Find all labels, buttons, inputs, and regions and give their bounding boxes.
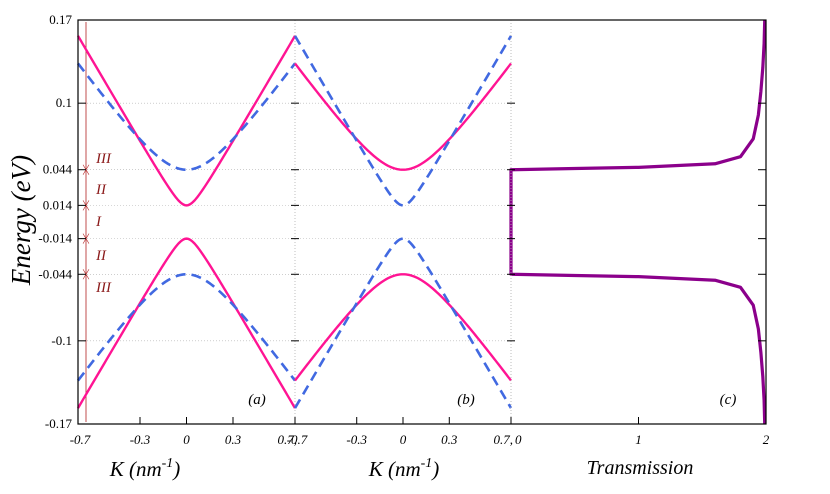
region-label-II-top: II: [95, 182, 107, 198]
solid-band-conduction-panel-a: [76, 35, 297, 207]
x-axis-title-c: Transmission: [587, 457, 694, 479]
y-tick-label: -0.1: [51, 333, 72, 348]
x-tick-label-b: 0.7,: [494, 432, 514, 447]
dashed-band-conduction-panel-b: [293, 35, 513, 207]
x-tick-label-b: -0.3: [346, 432, 367, 447]
x-axis-title-b: K (nm-1): [368, 456, 440, 481]
dashed-band-valence-panel-b: [293, 237, 513, 409]
panel-label-c: (c): [720, 392, 737, 408]
region-markers: [82, 22, 90, 422]
y-tick-label: -0.014: [38, 231, 72, 246]
panel-label-b: (b): [457, 392, 475, 408]
x-tick-label-a: -0.7: [70, 432, 91, 447]
region-label-III-top: III: [95, 151, 112, 167]
solid-band-conduction-panel-b: [294, 62, 512, 171]
region-label-II-bottom: II: [95, 248, 107, 264]
solid-band-valence-panel-a: [76, 237, 297, 409]
region-label-I: I: [95, 214, 102, 230]
x-tick-label-b: 0: [400, 432, 407, 447]
x-tick-label-a: 0.3: [225, 432, 242, 447]
y-tick-label: 0.17: [49, 12, 72, 27]
x-tick-label-c: 2: [763, 432, 770, 447]
y-tick-label: 0.1: [56, 95, 72, 110]
x-tick-label-a: -0.3: [130, 432, 151, 447]
x-tick-label-a: 0: [183, 432, 190, 447]
x-tick-label-b: 0.3: [441, 432, 458, 447]
grid-layer: [78, 20, 512, 424]
x-tick-label-b: -0.7: [287, 432, 308, 447]
panel-label-a: (a): [248, 392, 266, 408]
y-tick-label: 0.014: [43, 197, 73, 212]
x-tick-label-c: 1: [635, 432, 642, 447]
y-axis-title: Energy (eV): [6, 155, 36, 286]
curve-layer: [76, 19, 767, 425]
x-tick-label-a: 0.7,: [278, 432, 298, 447]
transmission-curve: [509, 19, 767, 425]
y-tick-label: -0.044: [38, 266, 72, 281]
solid-band-valence-panel-b: [294, 273, 512, 382]
outer-frame: [77, 19, 767, 425]
x-axis-title-a: K (nm-1): [109, 456, 181, 481]
tick-layer: 0.170.10.0440.014-0.014-0.044-0.1-0.17-0…: [38, 12, 769, 447]
x-tick-label-c: 0: [515, 432, 522, 447]
y-tick-label: 0.044: [43, 162, 73, 177]
plot-frame: [77, 19, 767, 425]
y-tick-label: -0.17: [45, 416, 73, 431]
region-label-III-bottom: III: [95, 280, 112, 296]
